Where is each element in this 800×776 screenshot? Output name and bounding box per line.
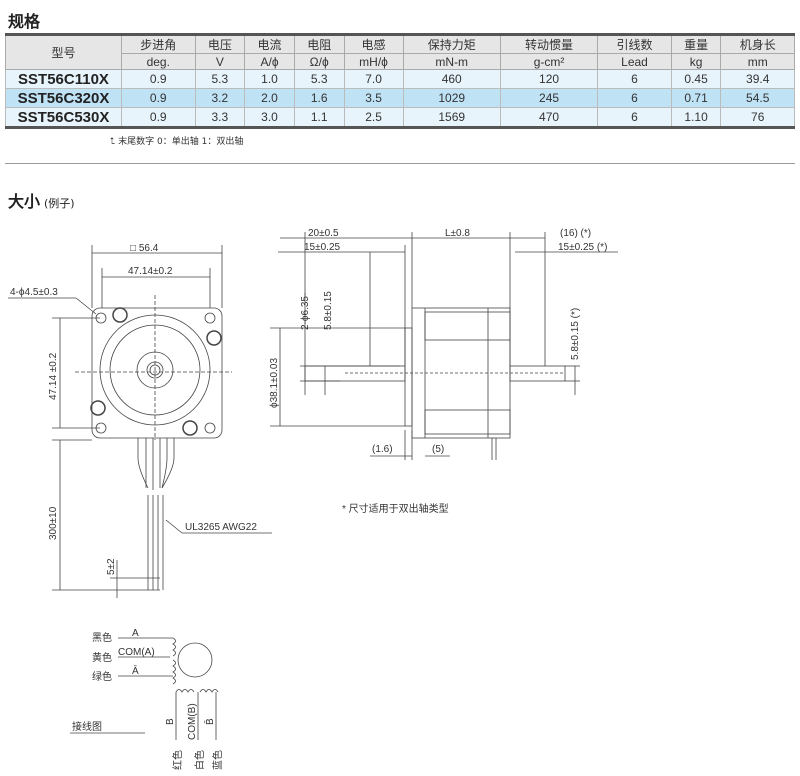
value-cell: 3.0 bbox=[244, 107, 295, 128]
model-suffix-note: ⮤ 末尾数字 0：单出轴 1：双出轴 bbox=[110, 134, 243, 147]
value-cell: 0.45 bbox=[670, 69, 722, 89]
wire-color-green: 绿色 bbox=[92, 670, 112, 683]
value-cell: 245 bbox=[499, 88, 599, 108]
value-cell: 1029 bbox=[402, 88, 501, 108]
unit-header: kg bbox=[670, 53, 722, 70]
side-view: 20±0.5 15±0.25 L±0.8 (16) (*) 15±0.25 (*… bbox=[269, 228, 618, 515]
dim-cable: 300±10 bbox=[48, 506, 59, 540]
dim-flat: 5.8±0.15 bbox=[323, 291, 334, 330]
value-cell: 1.10 bbox=[670, 107, 722, 128]
dim-shaft-dia: 2-ϕ6.35- bbox=[300, 293, 311, 330]
spec-title: 规格 bbox=[8, 12, 41, 31]
size-subtitle: (例子) bbox=[44, 197, 75, 210]
value-cell: 120 bbox=[499, 69, 599, 89]
coil-com-a-label: COM(A) bbox=[118, 647, 155, 658]
col-header: 转动惯量 bbox=[499, 34, 599, 54]
col-header: 引线数 bbox=[597, 34, 672, 54]
value-cell: 76 bbox=[720, 107, 795, 128]
wire-color-blue: 蓝色 bbox=[211, 750, 224, 770]
dim-strip: 5±2 bbox=[106, 558, 117, 575]
size-title-text: 大小 bbox=[8, 192, 41, 211]
value-cell: 1.1 bbox=[293, 107, 345, 128]
dim-rear-shaft: (16) (*) bbox=[560, 228, 591, 239]
value-cell: 6 bbox=[597, 88, 672, 108]
front-view: □ 56.4 47.14±0.2 4-ϕ4.5±0.3 47.14 ±0.2 3… bbox=[8, 243, 272, 598]
arrow-icon: ⮤ bbox=[110, 137, 119, 147]
unit-header: Ω/ϕ bbox=[293, 53, 345, 70]
dim-pilot-thk: (5) bbox=[432, 444, 444, 455]
value-cell: 2.0 bbox=[244, 88, 295, 108]
value-cell: 6 bbox=[597, 107, 672, 128]
size-title: 大小(例子) bbox=[8, 188, 75, 212]
value-cell: 0.71 bbox=[670, 88, 722, 108]
coil-b-label: B bbox=[165, 718, 176, 725]
note-text: 末尾数字 0：单出轴 1：双出轴 bbox=[118, 137, 244, 147]
col-header: 机身长 bbox=[720, 34, 795, 54]
unit-header: mN-m bbox=[402, 53, 501, 70]
value-cell: 39.4 bbox=[720, 69, 795, 89]
col-header: 电压 bbox=[194, 34, 246, 54]
value-cell: 3.3 bbox=[194, 107, 246, 128]
unit-header: mH/ϕ bbox=[343, 53, 404, 70]
model-cell: SST56C110X bbox=[5, 69, 122, 89]
unit-header: Lead bbox=[597, 53, 672, 70]
dim-flat-len: 15±0.25 bbox=[304, 242, 341, 253]
value-cell: 3.2 bbox=[194, 88, 246, 108]
value-cell: 470 bbox=[499, 107, 599, 128]
dim-holes: 4-ϕ4.5±0.3 bbox=[10, 287, 58, 298]
dim-rear-flat: 15±0.25 (*) bbox=[558, 242, 607, 253]
dim-wire: UL3265 AWG22 bbox=[185, 522, 257, 533]
value-cell: 460 bbox=[402, 69, 501, 89]
value-cell: 5.3 bbox=[194, 69, 246, 89]
wire-color-yellow: 黄色 bbox=[92, 651, 112, 664]
coil-b-bar-label: B̄ bbox=[203, 718, 216, 725]
footnote: * 尺寸适用于双出轴类型 bbox=[342, 502, 449, 515]
value-cell: 3.5 bbox=[343, 88, 404, 108]
dim-flat-rear: 5.8±0.15 (*) bbox=[570, 308, 581, 360]
dim-flange-thk: (1.6) bbox=[372, 444, 393, 455]
value-cell: 2.5 bbox=[343, 107, 404, 128]
wire-color-red: 红色 bbox=[171, 750, 184, 770]
value-cell: 54.5 bbox=[720, 88, 795, 108]
wiring-diagram: A COM(A) Ā 黑色 黄色 绿色 接线图 B COM(B) B̄ 红色 白… bbox=[70, 628, 224, 770]
divider bbox=[5, 163, 795, 164]
dim-pitch: 47.14±0.2 bbox=[128, 266, 173, 277]
coil-a-bar-label: Ā bbox=[132, 665, 139, 677]
wire-color-white: 白色 bbox=[193, 750, 206, 770]
dim-vpitch: 47.14 ±0.2 bbox=[48, 352, 59, 400]
model-cell: SST56C320X bbox=[5, 88, 122, 108]
dim-body-len: L±0.8 bbox=[445, 228, 470, 239]
model-cell: SST56C530X bbox=[5, 107, 122, 128]
dim-shaft-len: 20±0.5 bbox=[308, 228, 339, 239]
dim-square: □ 56.4 bbox=[130, 243, 159, 254]
col-header: 型号 bbox=[5, 34, 122, 70]
wiring-title: 接线图 bbox=[72, 720, 102, 733]
value-cell: 0.9 bbox=[121, 69, 196, 89]
coil-com-b-label: COM(B) bbox=[187, 703, 198, 740]
coil-a-label: A bbox=[132, 628, 139, 639]
value-cell: 0.9 bbox=[121, 107, 196, 128]
wire-color-black: 黑色 bbox=[92, 631, 112, 644]
value-cell: 0.9 bbox=[121, 88, 196, 108]
value-cell: 1569 bbox=[402, 107, 501, 128]
dim-pilot: ϕ38.1±0.03 bbox=[269, 358, 280, 408]
